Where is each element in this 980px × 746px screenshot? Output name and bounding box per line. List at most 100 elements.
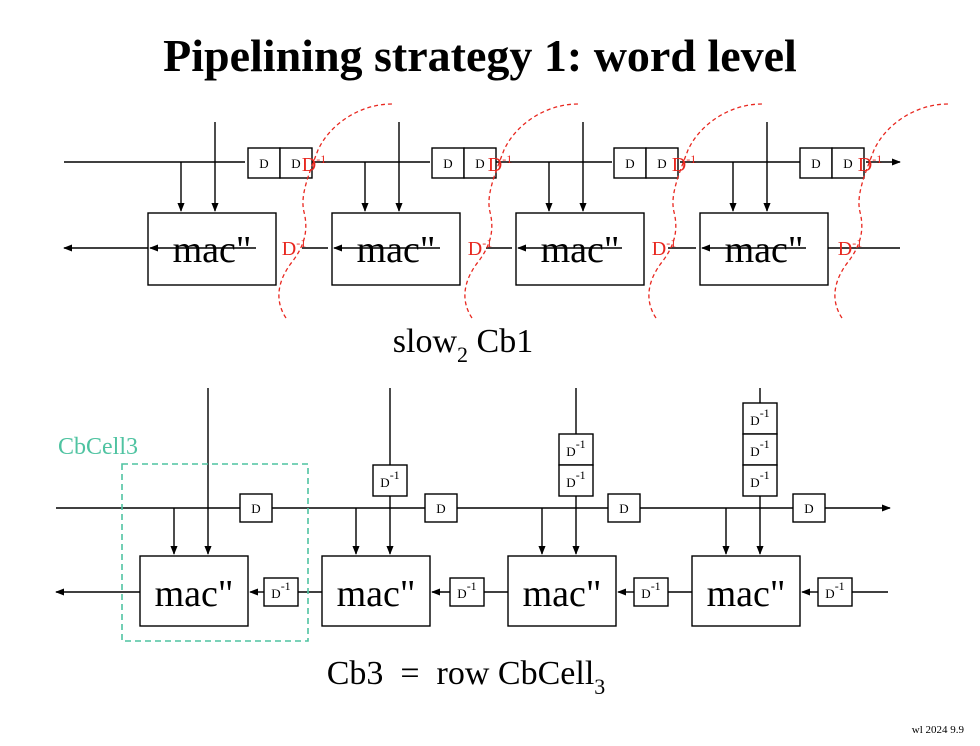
delay-box [645, 147, 679, 179]
delay-exponent: -1 [835, 579, 845, 593]
delay-box [247, 147, 281, 179]
cut-line [278, 103, 393, 319]
delay-box [799, 147, 833, 179]
caption-main: Cb3 = row CbCell [327, 655, 595, 692]
delay-label: D [475, 156, 484, 171]
neg-delay-label: D-1 [282, 236, 306, 260]
slide-title: Pipelining strategy 1: word level [163, 30, 797, 81]
delay-exponent: -1 [760, 437, 770, 451]
neg-delay-label: D-1 [566, 468, 585, 490]
delay-label: D [259, 156, 268, 171]
neg-delay-box [742, 464, 778, 497]
cut-line [834, 103, 949, 319]
delay-exponent: -1 [666, 236, 676, 250]
delay-label: D [843, 156, 852, 171]
delay-exponent: -1 [296, 236, 306, 250]
delay-base: D [468, 238, 482, 260]
delay-label: D [657, 156, 666, 171]
mac-label: mac" [173, 229, 252, 271]
neg-delay-box [449, 577, 485, 607]
delay-base: D [566, 444, 575, 459]
delay-label: D [619, 501, 628, 516]
delay-base: D [566, 475, 575, 490]
delay-exponent: -1 [316, 152, 326, 166]
delay-label: D [251, 501, 260, 516]
delay-exponent: -1 [651, 579, 661, 593]
neg-delay-label: D-1 [488, 152, 512, 176]
delay-base: D [641, 586, 650, 601]
neg-delay-box [742, 402, 778, 435]
mac-label: mac" [523, 573, 602, 615]
neg-delay-label: D-1 [750, 468, 769, 490]
mac-block [691, 555, 801, 627]
mac-block [507, 555, 617, 627]
neg-delay-label: D-1 [652, 236, 676, 260]
bottom-caption: Cb3 = row CbCell3 [327, 655, 606, 699]
delay-base: D [858, 154, 872, 176]
neg-delay-box [558, 464, 594, 497]
delay-exponent: -1 [467, 579, 477, 593]
delay-exponent: -1 [281, 579, 291, 593]
delay-base: D [750, 444, 759, 459]
neg-delay-label: D-1 [672, 152, 696, 176]
delay-base: D [271, 586, 280, 601]
mac-block [147, 212, 277, 286]
delay-label: D [804, 501, 813, 516]
delay-box [607, 493, 641, 523]
neg-delay-label: D-1 [457, 579, 476, 601]
delay-exponent: -1 [576, 437, 586, 451]
top-caption: slow2 Cb1 [393, 323, 533, 367]
delay-box [279, 147, 313, 179]
mac-label: mac" [541, 229, 620, 271]
cbcell-outline [121, 463, 309, 642]
neg-delay-label: D-1 [271, 579, 290, 601]
neg-delay-label: D-1 [750, 437, 769, 459]
delay-exponent: -1 [482, 236, 492, 250]
neg-delay-label: D-1 [750, 406, 769, 428]
delay-base: D [750, 475, 759, 490]
cut-line [648, 103, 763, 319]
mac-label: mac" [357, 229, 436, 271]
delay-box [424, 493, 458, 523]
neg-delay-box [817, 577, 853, 607]
delay-exponent: -1 [760, 468, 770, 482]
delay-exponent: -1 [502, 152, 512, 166]
mac-block [139, 555, 249, 627]
delay-exponent: -1 [390, 468, 400, 482]
neg-delay-label: D-1 [838, 236, 862, 260]
delay-exponent: -1 [760, 406, 770, 420]
mac-label: mac" [707, 573, 786, 615]
delay-exponent: -1 [686, 152, 696, 166]
delay-label: D [811, 156, 820, 171]
delay-base: D [825, 586, 834, 601]
delay-base: D [488, 154, 502, 176]
mac-label: mac" [725, 229, 804, 271]
neg-delay-label: D-1 [858, 152, 882, 176]
neg-delay-box [263, 577, 299, 607]
delay-base: D [750, 413, 759, 428]
mac-block [515, 212, 645, 286]
delay-exponent: -1 [872, 152, 882, 166]
mac-label: mac" [337, 573, 416, 615]
delay-label: D [625, 156, 634, 171]
delay-base: D [672, 154, 686, 176]
neg-delay-label: D-1 [380, 468, 399, 490]
caption-sub: 3 [594, 674, 605, 699]
delay-base: D [652, 238, 666, 260]
neg-delay-label: D-1 [302, 152, 326, 176]
delay-box [792, 493, 826, 523]
mac-block [331, 212, 461, 286]
mac-label: mac" [155, 573, 234, 615]
delay-label: D [291, 156, 300, 171]
neg-delay-label: D-1 [566, 437, 585, 459]
slide-footer: wl 2024 9.9 [911, 724, 964, 736]
delay-base: D [302, 154, 316, 176]
cut-line [464, 103, 579, 319]
delay-box [239, 493, 273, 523]
neg-delay-label: D-1 [825, 579, 844, 601]
caption-sub: 2 [457, 342, 468, 367]
delay-base: D [282, 238, 296, 260]
neg-delay-label: D-1 [468, 236, 492, 260]
